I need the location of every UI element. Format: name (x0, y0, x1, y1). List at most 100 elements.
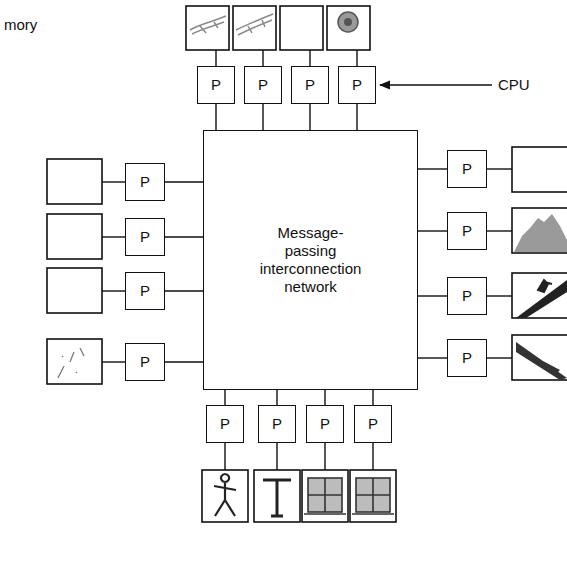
plane-sketch (190, 16, 226, 34)
memory-pictures (58, 12, 567, 516)
memory-box (47, 339, 102, 384)
cpu-box: P (125, 163, 165, 201)
network-link (215, 104, 216, 130)
cpu-box: P (447, 212, 487, 250)
memory-box (186, 6, 229, 50)
post-figure (263, 480, 291, 516)
plane-sketch (236, 14, 273, 35)
memory-box (202, 470, 248, 522)
cpu-label: P (258, 76, 268, 94)
memory-wire (102, 290, 125, 291)
memory-wire (262, 50, 263, 66)
memory-wire (356, 50, 357, 66)
window-bars (352, 478, 394, 514)
gear-picture (338, 12, 358, 32)
network-link (372, 390, 373, 405)
triangle-figure (516, 342, 567, 380)
cpu-label: P (140, 353, 150, 371)
cpu-label: P (352, 76, 362, 94)
network-label: Message-passing interconnection network (257, 224, 365, 296)
cpu-box: P (125, 272, 165, 310)
memory-wire (102, 181, 125, 182)
gear-hub (344, 18, 352, 26)
cpu-box: P (338, 66, 376, 104)
network-link (418, 230, 447, 231)
memory-box (233, 6, 276, 50)
memory-box (47, 214, 102, 259)
cpu-box: P (306, 405, 344, 443)
memory-boxes (47, 6, 567, 522)
cpu-label: P (211, 76, 221, 94)
cpu-box: P (244, 66, 282, 104)
memory-wire (276, 443, 277, 470)
cpu-label: P (305, 76, 315, 94)
memory-wire (309, 50, 310, 66)
memory-box (512, 335, 567, 380)
memory-wire (224, 443, 225, 470)
memory-wire (324, 443, 325, 470)
leader-arrow (380, 84, 492, 85)
memory-wire (487, 168, 512, 169)
network-link (165, 181, 203, 182)
cpu-box: P (447, 150, 487, 188)
memory-box (47, 159, 102, 204)
network-link (262, 104, 263, 130)
memory-box (512, 273, 567, 318)
cpu-label: P (140, 228, 150, 246)
network-link (418, 357, 447, 358)
climber-figure (538, 280, 552, 292)
memory-box (327, 6, 370, 50)
memory-box (47, 268, 102, 313)
memory-box (280, 6, 323, 50)
network-box: Message-passing interconnection network (203, 130, 418, 390)
memory-wire (215, 50, 216, 66)
cpu-label: P (462, 222, 472, 240)
scatter-sketch (58, 348, 84, 378)
cpu-label: P (462, 160, 472, 178)
cpu-label: P (462, 349, 472, 367)
network-link (165, 236, 203, 237)
memory-wire (487, 295, 512, 296)
window-picture (352, 478, 394, 514)
network-link (356, 104, 357, 130)
cpu-label: P (140, 173, 150, 191)
network-link (165, 361, 203, 362)
network-link (309, 104, 310, 130)
memory-box (350, 470, 396, 522)
window-picture (304, 478, 346, 514)
cpu-box: P (197, 66, 235, 104)
mountain-picture (514, 214, 567, 252)
memory-wire (102, 236, 125, 237)
cpu-label: P (140, 282, 150, 300)
cpu-box: P (258, 405, 296, 443)
network-link (276, 390, 277, 405)
cpu-label: P (272, 415, 282, 433)
cpu-box: P (125, 218, 165, 256)
cpu-box: P (354, 405, 392, 443)
memory-wire (487, 357, 512, 358)
network-link (418, 295, 447, 296)
network-link (165, 290, 203, 291)
cpu-box: P (447, 339, 487, 377)
memory-box (302, 470, 348, 522)
network-link (324, 390, 325, 405)
cpu-label: P (320, 415, 330, 433)
cpu-box: P (206, 405, 244, 443)
memory-label: mory (4, 16, 37, 33)
memory-wire (372, 443, 373, 470)
memory-box (254, 470, 300, 522)
memory-box (512, 147, 567, 192)
memory-wire (487, 230, 512, 231)
cpu-label: P (220, 415, 230, 433)
cpu-box: P (447, 277, 487, 315)
network-link (224, 390, 225, 405)
memory-wire (102, 361, 125, 362)
window-bars (304, 478, 346, 514)
memory-box (512, 208, 567, 253)
memory-wires (102, 50, 512, 470)
cpu-label: P (462, 287, 472, 305)
cpu-box: P (291, 66, 329, 104)
person-figure (214, 474, 236, 516)
slope-figure (516, 280, 567, 318)
